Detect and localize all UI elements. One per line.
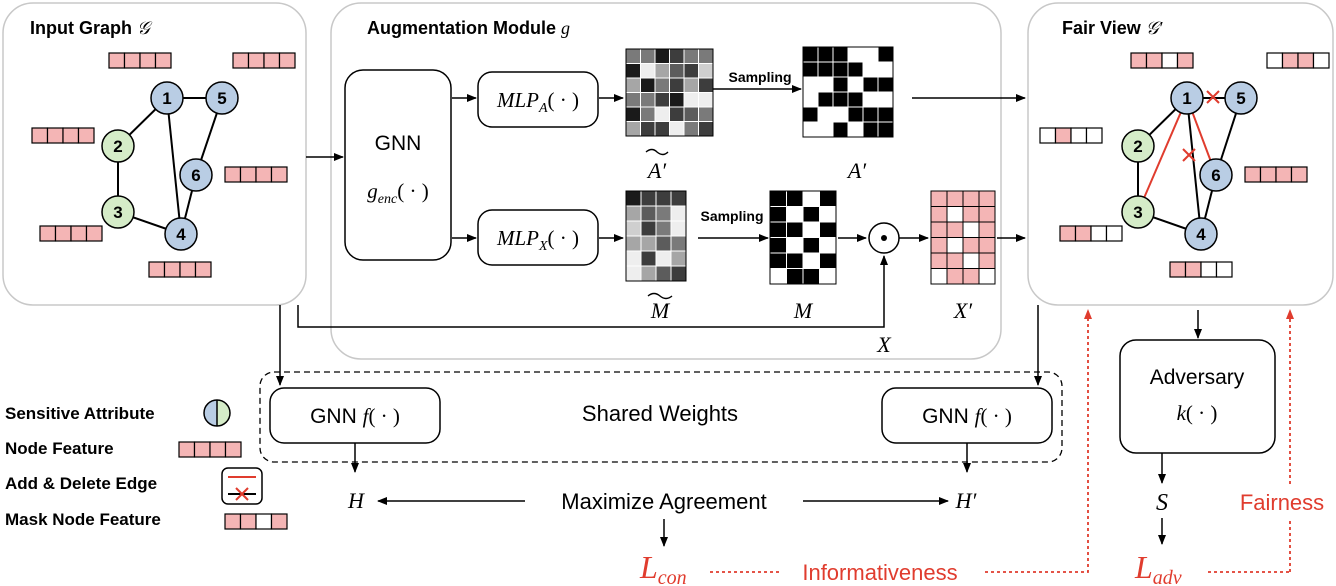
label-m-tilde: M: [647, 292, 673, 323]
input-node-3: 3: [101, 195, 135, 229]
sampling-label-m: Sampling: [700, 208, 763, 224]
fair-node-2: 2: [1121, 129, 1155, 163]
svg-text:5: 5: [1236, 89, 1245, 108]
mlp-x-label: MLPX( · ): [496, 226, 579, 254]
label-x-prime: X′: [953, 298, 973, 323]
svg-text:1: 1: [1182, 89, 1191, 108]
svg-text:6: 6: [1211, 166, 1220, 185]
fair-node-1: 1: [1170, 81, 1204, 115]
legend-sensitive-label: Sensitive Attribute: [5, 404, 155, 423]
svg-text:M: M: [650, 298, 671, 323]
input-node-5: 5: [205, 81, 239, 115]
arrow-x-to-odot: [297, 255, 888, 328]
legend-mask-cells: [224, 513, 288, 530]
svg-text:3: 3: [1133, 203, 1142, 222]
h-label: H: [347, 488, 365, 513]
svg-text:1: 1: [162, 89, 171, 108]
input-node-feature-3: [31, 127, 95, 144]
fair-node-feature-3: [1039, 127, 1103, 144]
delete-edge-mark-2: [1182, 148, 1196, 162]
legend-node-feature-icon: [178, 441, 242, 458]
label-m: M: [793, 298, 814, 323]
maximize-agreement-label: Maximize Agreement: [561, 489, 766, 514]
fair-view-graph: 1 2 3 4 5 6: [1039, 52, 1330, 278]
fair-view-title: Fair View 𝒢′: [1062, 18, 1164, 38]
gnn-encoder-label: GNN: [375, 132, 422, 155]
informativeness-label: Informativeness: [802, 560, 957, 585]
gnn-f-left-label: GNN f( · ): [310, 404, 400, 428]
label-x: X: [876, 332, 892, 357]
matrix-m-tilde: [625, 190, 687, 282]
fair-node-3: 3: [1121, 195, 1155, 229]
fairness-label: Fairness: [1240, 490, 1324, 515]
input-node-feature-5: [39, 225, 103, 242]
delete-edge-mark-1: [1206, 90, 1220, 104]
fair-node-4: 4: [1184, 217, 1218, 251]
svg-text:A′: A′: [646, 158, 667, 183]
input-node-feature-2: [232, 52, 296, 69]
matrix-a-prime: [802, 46, 894, 138]
legend-add-delete-label: Add & Delete Edge: [5, 474, 157, 493]
legend-node-feature-label: Node Feature: [5, 439, 114, 458]
svg-text:2: 2: [113, 137, 122, 156]
input-node-2: 2: [101, 129, 135, 163]
fair-node-feature-2: [1266, 52, 1330, 69]
fair-view-panel: [1027, 2, 1334, 306]
svg-text:4: 4: [1196, 225, 1206, 244]
input-node-1: 1: [150, 81, 184, 115]
legend-add-delete-icon: [221, 467, 263, 505]
l-con-label: Lcon: [639, 549, 687, 586]
l-adv-label: Ladv: [1134, 549, 1182, 586]
legend-mask-icon: [224, 513, 288, 530]
mlp-a-label: MLPA( · ): [496, 88, 579, 116]
fair-node-6: 6: [1199, 158, 1233, 192]
input-node-feature-1: [108, 52, 172, 69]
shared-weights-label: Shared Weights: [582, 401, 738, 426]
s-label: S: [1156, 490, 1168, 516]
gnn-f-right-label: GNN f( · ): [922, 404, 1012, 428]
adversary-box: [1119, 339, 1276, 454]
adversary-label: Adversary: [1150, 366, 1245, 389]
informativeness-dotted-right: [985, 309, 1092, 573]
input-node-feature-6: [148, 261, 212, 278]
svg-text:5: 5: [217, 89, 226, 108]
legend-mask-label: Mask Node Feature: [5, 510, 161, 529]
label-a-tilde: A′: [645, 148, 669, 183]
sampling-label-a: Sampling: [728, 69, 791, 85]
fair-node-feature-1: [1130, 52, 1194, 69]
gnn-encoder-box: [344, 69, 452, 261]
svg-text:2: 2: [1133, 137, 1142, 156]
augmentation-module-title: Augmentation Module g: [367, 18, 570, 38]
input-node-6: 6: [179, 158, 213, 192]
gnn-encoder-func: genc( · ): [367, 179, 428, 207]
matrix-a-tilde: [625, 48, 714, 137]
fair-node-5: 5: [1224, 81, 1258, 115]
legend-sensitive-icon: [203, 399, 231, 427]
matrix-m: [769, 190, 837, 285]
input-graph: 1 2 3 4 5 6: [31, 52, 296, 278]
legend-node-feature-cells: [178, 441, 242, 458]
odot-dot: [881, 235, 887, 241]
fair-node-feature-5: [1059, 225, 1123, 242]
matrix-x-prime: [930, 190, 996, 285]
input-graph-title: Input Graph 𝒢: [30, 18, 153, 38]
svg-text:4: 4: [176, 225, 186, 244]
fair-node-feature-4: [1244, 166, 1308, 183]
input-graph-panel: [2, 2, 307, 306]
adversary-func: k( · ): [1177, 401, 1218, 425]
mlp-a-box: [477, 71, 599, 128]
h-prime-label: H′: [955, 488, 978, 513]
label-a-prime: A′: [846, 158, 867, 183]
input-node-4: 4: [164, 217, 198, 251]
svg-text:3: 3: [113, 203, 122, 222]
svg-text:6: 6: [191, 166, 200, 185]
fair-node-feature-6: [1169, 261, 1233, 278]
input-node-feature-4: [224, 166, 288, 183]
mlp-x-box: [477, 209, 599, 266]
